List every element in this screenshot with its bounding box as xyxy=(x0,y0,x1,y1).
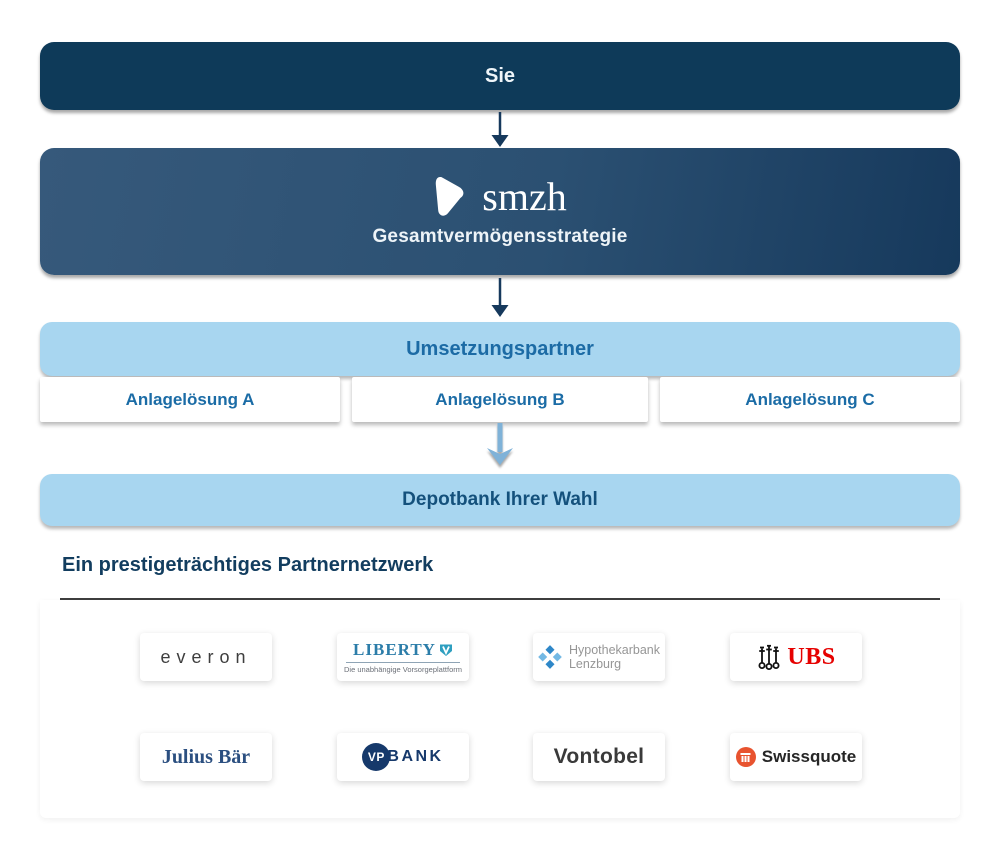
hypothekarbank-line1: Hypothekarbank xyxy=(568,642,661,657)
depotbank-bar: Depotbank Ihrer Wahl xyxy=(40,474,960,526)
partner-logos-panel: everon LIBERTY Die unabhängige Vorsorgep… xyxy=(40,600,960,818)
logo-card-vontobel: Vontobel xyxy=(533,733,665,781)
you-bar: Sie xyxy=(40,42,960,110)
arrow-down-icon xyxy=(0,423,1000,467)
hypothekarbank-line2: Lenzburg xyxy=(568,657,622,671)
liberty-tagline: Die unabhängige Vorsorgeplattform xyxy=(344,665,462,674)
solution-card-a: Anlagelösung A xyxy=(40,377,340,422)
everon-logo: everon xyxy=(160,646,252,667)
arrow-down-icon xyxy=(487,423,513,465)
swissquote-wordmark: Swissquote xyxy=(761,747,857,766)
logo-card-julius-baer: Julius Bär xyxy=(140,733,272,781)
solution-a-label: Anlagelösung A xyxy=(125,389,255,409)
julius-baer-logo: Julius Bär xyxy=(161,745,251,768)
strategy-label: Gesamtvermögensstrategie xyxy=(372,226,628,247)
network-heading: Ein prestigeträchtiges Partnernetzwerk xyxy=(62,554,434,576)
ubs-wordmark: UBS xyxy=(787,643,836,670)
implementation-partners-label: Umsetzungspartner xyxy=(406,337,594,360)
liberty-logo: LIBERTY Die unabhängige Vorsorgeplattfor… xyxy=(344,640,462,674)
swissquote-logo: Swissquote xyxy=(735,747,857,767)
vp-circle-badge: VP xyxy=(362,743,391,771)
divider xyxy=(346,662,460,663)
swissquote-bank-icon xyxy=(735,747,756,767)
vp-bank-logo: VP BANK xyxy=(362,743,443,771)
logo-card-ubs: UBS xyxy=(730,633,862,681)
smzh-pick-icon xyxy=(436,176,464,216)
divider xyxy=(60,598,940,600)
vontobel-logo: Vontobel xyxy=(553,745,645,768)
logo-card-swissquote: Swissquote xyxy=(730,733,862,781)
smzh-brand: smzh xyxy=(433,174,567,219)
arrow-down-icon xyxy=(0,112,1000,148)
solution-b-label: Anlagelösung B xyxy=(435,389,565,409)
smzh-wordmark: smzh xyxy=(482,174,567,219)
solution-card-b: Anlagelösung B xyxy=(352,377,648,422)
hypothekarbank-logo: Hypothekarbank Lenzburg xyxy=(538,643,660,672)
ubs-logo: UBS xyxy=(756,643,835,671)
depotbank-label: Depotbank Ihrer Wahl xyxy=(402,489,598,510)
hypothekarbank-diamond-icon xyxy=(538,645,562,669)
logo-card-vp-bank: VP BANK xyxy=(337,733,469,781)
implementation-partners-bar: Umsetzungspartner xyxy=(40,322,960,376)
vp-bank-wordmark: BANK xyxy=(387,748,444,765)
arrow-down-icon xyxy=(491,278,509,317)
logo-card-hypothekarbank: Hypothekarbank Lenzburg xyxy=(533,633,665,681)
arrow-down-icon xyxy=(0,278,1000,318)
solution-card-c: Anlagelösung C xyxy=(660,377,960,422)
you-label: Sie xyxy=(484,64,516,87)
liberty-wordmark: LIBERTY xyxy=(353,640,436,659)
solution-c-label: Anlagelösung C xyxy=(745,389,875,409)
liberty-shield-icon xyxy=(439,644,452,656)
logo-card-everon: everon xyxy=(140,633,272,681)
strategy-box: smzh Gesamtvermögensstrategie xyxy=(40,148,960,275)
ubs-keys-icon xyxy=(758,644,780,670)
logo-card-liberty: LIBERTY Die unabhängige Vorsorgeplattfor… xyxy=(337,633,469,681)
arrow-down-icon xyxy=(491,112,509,147)
